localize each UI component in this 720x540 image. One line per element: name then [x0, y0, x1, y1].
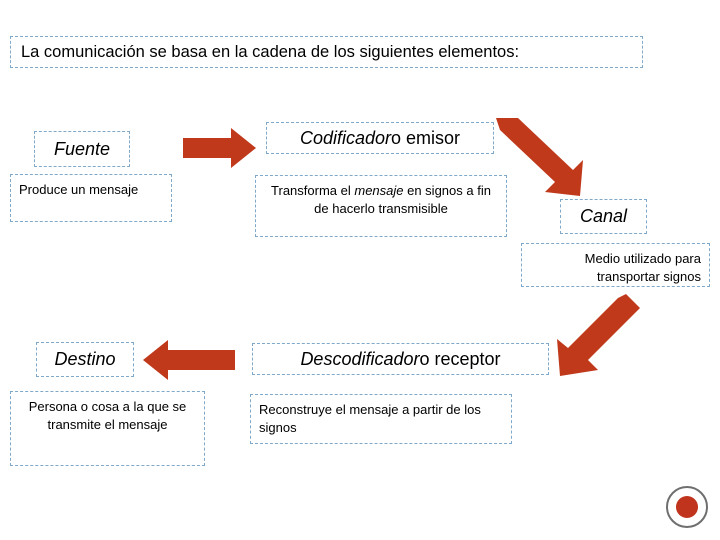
node-destino-desc: Persona o cosa a la que se transmite el … — [10, 391, 205, 466]
node-canal-label: Canal — [560, 199, 647, 234]
node-descodificador-label-main: Descodificador — [300, 348, 420, 369]
arrow-right-icon — [183, 128, 257, 168]
node-codificador-desc: Transforma el mensaje en signos a fin de… — [255, 175, 507, 237]
codificador-desc-part2: en signos a fin de hacerlo transmisible — [314, 183, 491, 216]
node-descodificador-label: Descodificador o receptor — [252, 343, 549, 375]
node-codificador-label: Codificador o emisor — [266, 122, 494, 154]
circle-marker-fill — [676, 496, 698, 518]
circle-marker-icon — [666, 486, 708, 528]
node-descodificador-label-tail: o receptor — [419, 348, 501, 369]
arrow-down-right-icon — [488, 118, 588, 198]
arrow-left-icon — [143, 340, 235, 380]
codificador-desc-part1: Transforma el — [271, 183, 355, 198]
node-fuente-desc: Produce un mensaje — [10, 174, 172, 222]
node-codificador-label-main: Codificador — [299, 127, 391, 148]
arrow-down-left-icon — [552, 294, 642, 380]
node-destino-label: Destino — [36, 342, 134, 377]
node-codificador-label-tail: o emisor — [391, 127, 461, 148]
codificador-desc-emphasis: mensaje — [354, 183, 404, 198]
node-fuente-label: Fuente — [34, 131, 130, 167]
node-canal-desc: Medio utilizado para transportar signos — [521, 243, 710, 287]
node-descodificador-desc: Reconstruye el mensaje a partir de los s… — [250, 394, 512, 444]
slide-title: La comunicación se basa en la cadena de … — [10, 36, 643, 68]
